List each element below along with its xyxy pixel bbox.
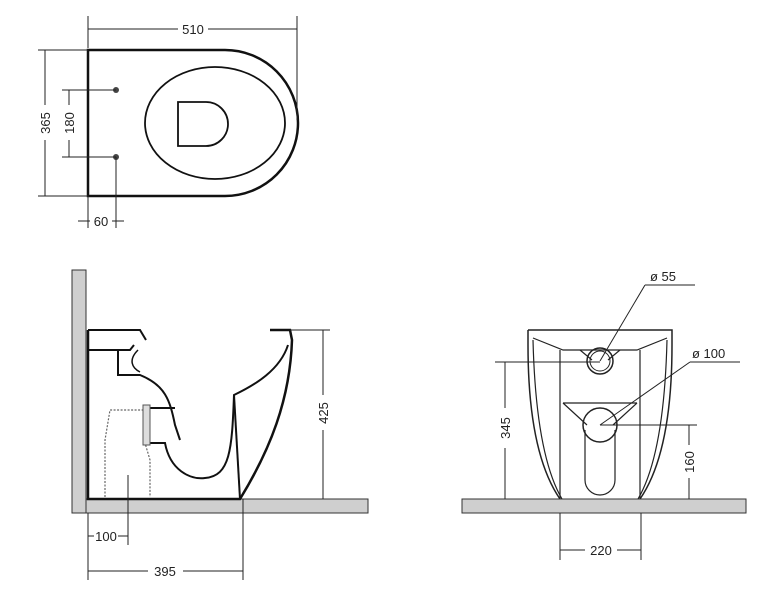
dim-60: 60 [94, 214, 108, 229]
top-outline [86, 48, 300, 198]
floor [461, 498, 747, 514]
dim-160: 160 [682, 451, 697, 473]
front-outline [527, 329, 673, 500]
dim-180: 180 [62, 112, 77, 134]
side-view: 425 100 395 [71, 269, 369, 580]
drain-connector [142, 404, 151, 446]
inlet-pipe [586, 347, 614, 375]
drain-pipe [104, 409, 151, 497]
dim-100: 100 [95, 529, 117, 544]
label-dia-100: ø 100 [692, 346, 725, 361]
dim-365: 365 [38, 112, 53, 134]
dim-425: 425 [316, 402, 331, 424]
side-outline [86, 328, 294, 501]
label-dia-55: ø 55 [650, 269, 676, 284]
dim-395: 395 [154, 564, 176, 579]
dim-510: 510 [182, 22, 204, 37]
dim-345: 345 [498, 417, 513, 439]
wall [71, 269, 87, 514]
bowl-rim [144, 66, 286, 180]
front-view: ø 55 ø 100 345 160 220 [461, 269, 747, 560]
bowl-opening [177, 101, 229, 147]
dim-220: 220 [590, 543, 612, 558]
top-view: 510 365 180 60 [38, 16, 300, 229]
